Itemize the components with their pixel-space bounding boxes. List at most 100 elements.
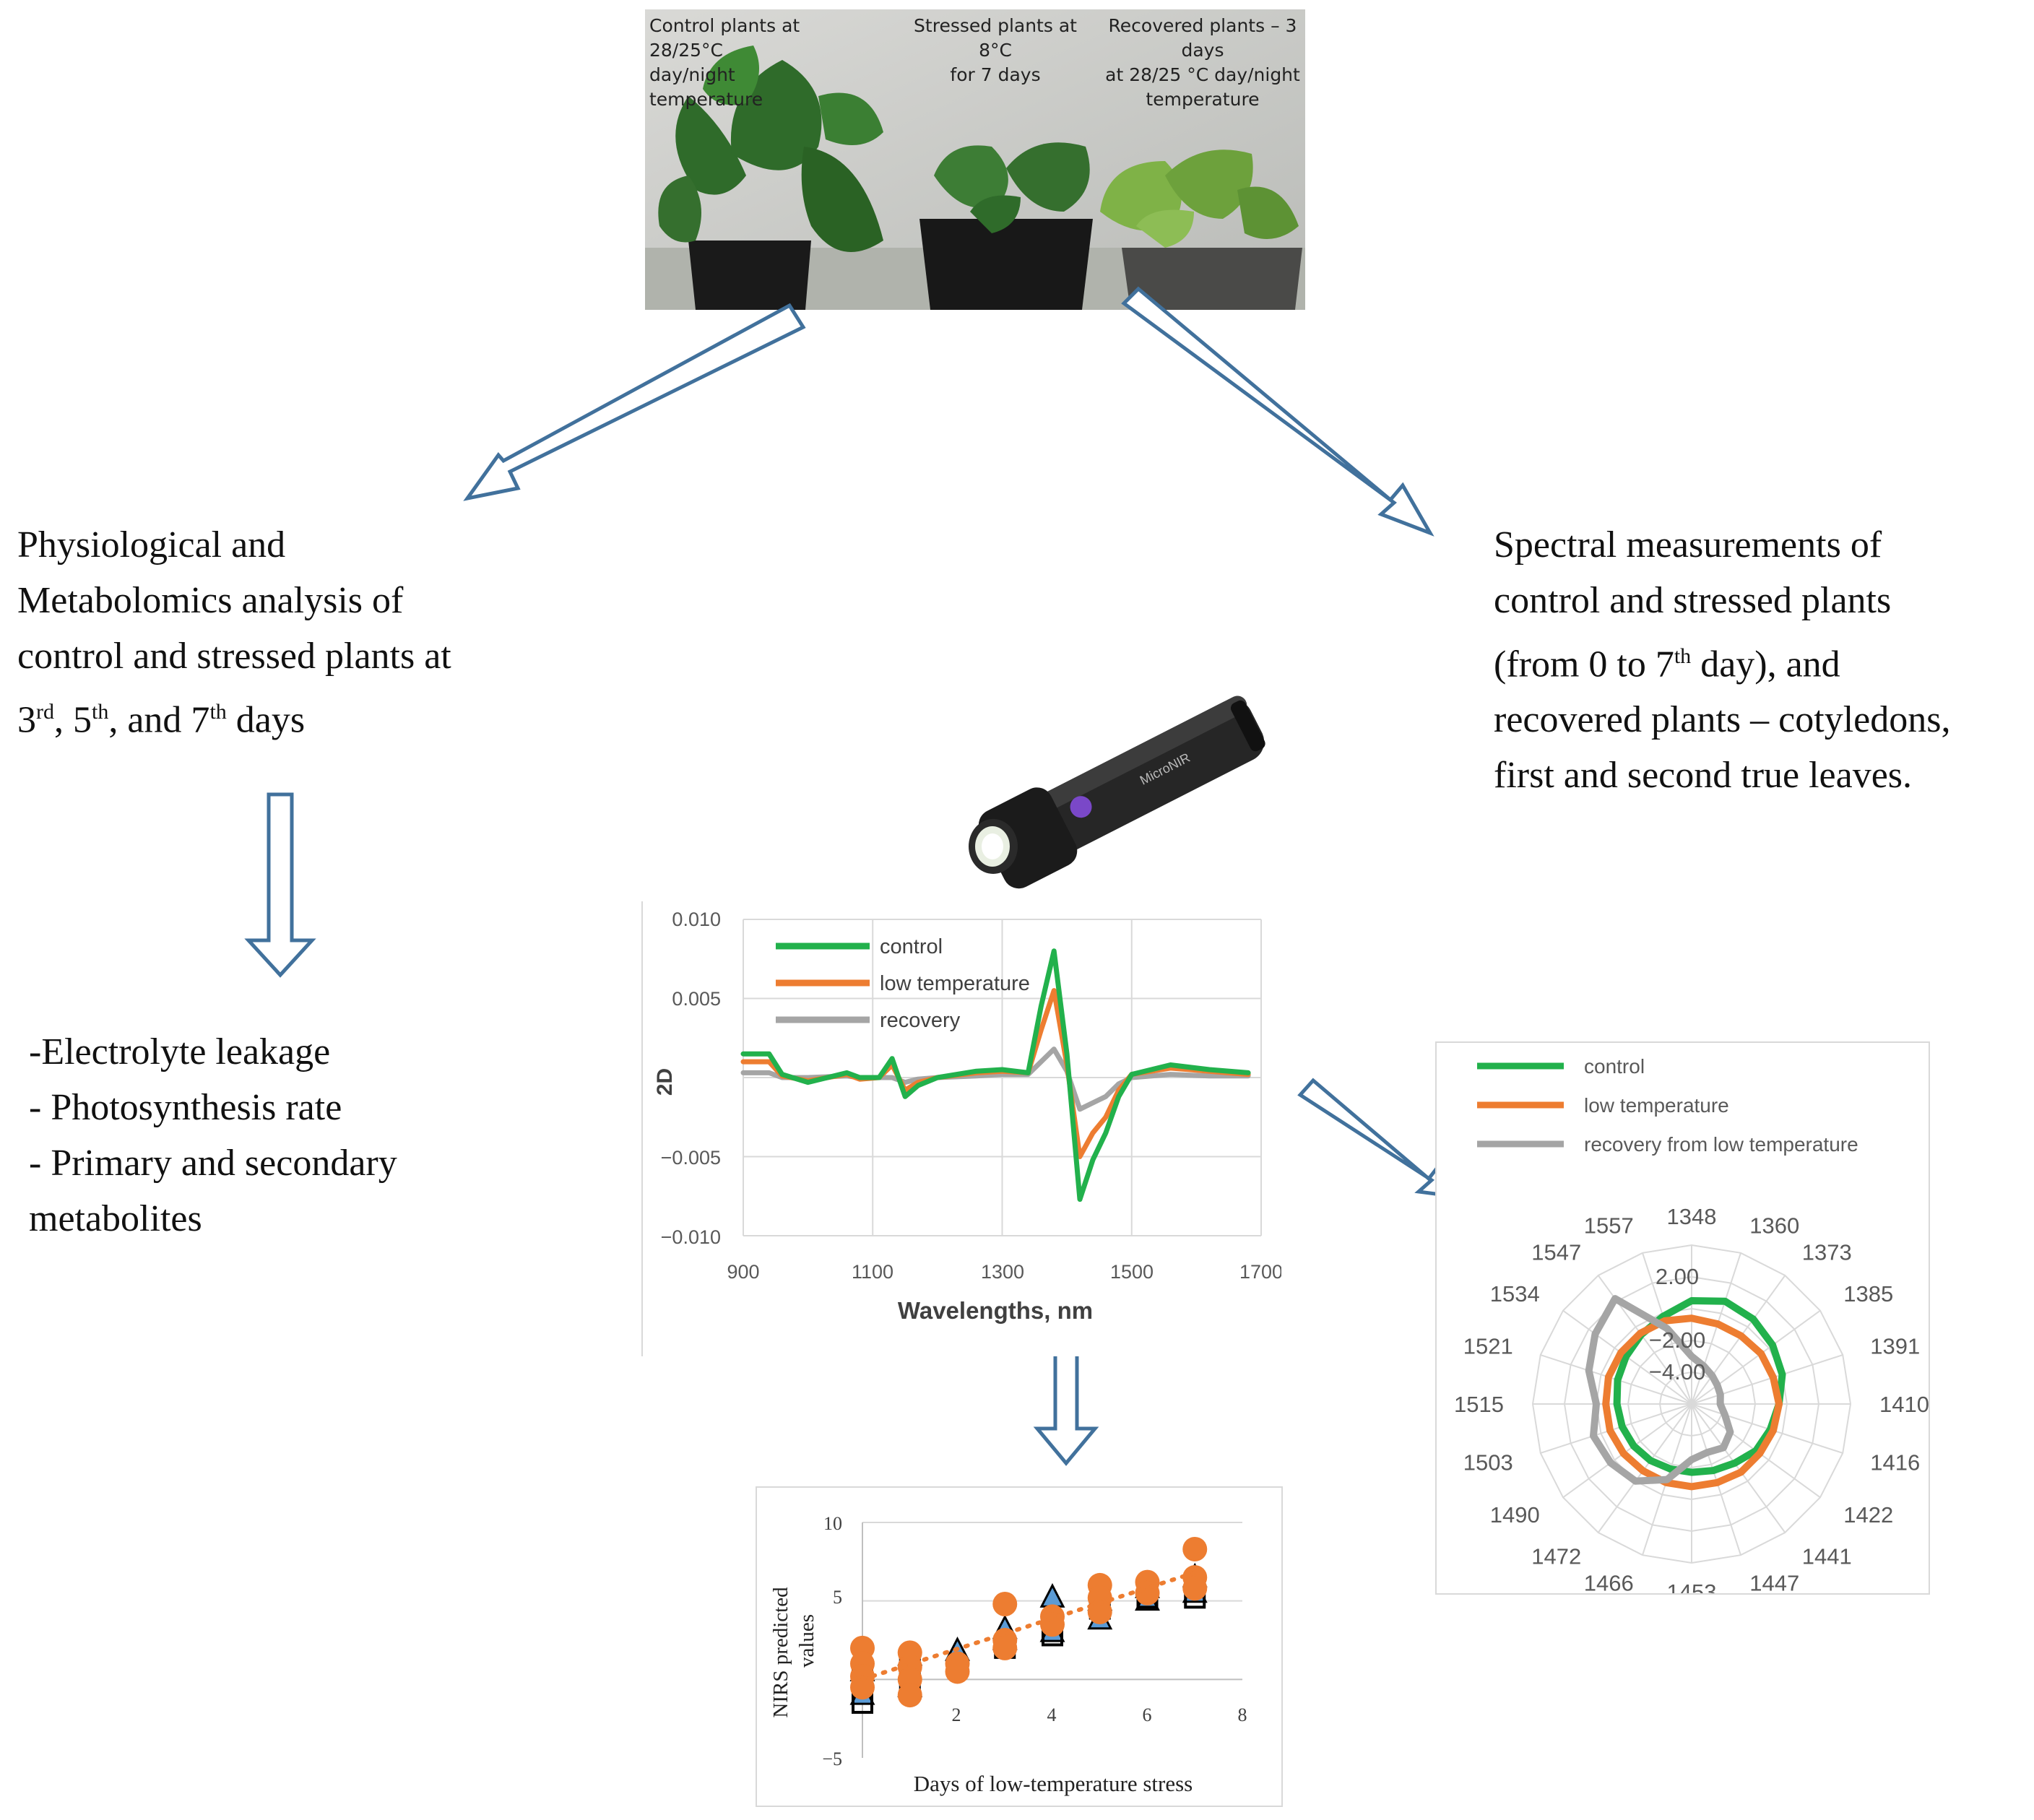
radar-chart: control low temperature recovery from lo… [1454,1055,1929,1605]
spectral-line: control and stressed plants [1494,580,1892,621]
radar-spoke [1691,1252,1741,1405]
radar-spoke [1562,1403,1692,1499]
scatter-point-circle [1087,1599,1112,1624]
radar-category-label: 1360 [1749,1213,1799,1239]
radar-category-label: 1490 [1490,1502,1540,1528]
day-suffix: th [209,700,227,724]
physiology-days-line: 3rd, 5th, and 7th days [17,684,566,748]
x-tick-label: 1100 [852,1261,893,1283]
photo-caption-line: for 7 days [950,64,1041,85]
radar-category-label: 1466 [1584,1570,1634,1593]
analysis-item: metabolites [29,1198,202,1239]
plants-photo-illustration [645,9,1305,310]
physiology-analysis-text: Physiological and Metabolomics analysis … [17,517,566,748]
radar-category-label: 1348 [1667,1204,1717,1229]
physiology-line: control and stressed plants at [17,636,451,677]
spectral-line: Spectral measurements of [1494,524,1882,566]
ring-label: −2.00 [1649,1327,1705,1353]
spectral-text: (from 0 to 7 [1494,644,1674,685]
spectral-line: first and second true leaves. [1494,755,1913,797]
photo-caption-line: day/night temperature [649,64,763,110]
scatter-point-circle [945,1659,970,1684]
radar-series-recovery-from-low-temperature [1585,1295,1734,1485]
scatter-point-circle [897,1683,922,1708]
x-tick-label: 1700 [1239,1261,1281,1283]
radar-ring-labels: 2.00 −2.00 −4.00 [1649,1264,1705,1384]
radar-category-label: 1391 [1870,1334,1920,1359]
y-tick-label: 10 [823,1513,842,1534]
spectrum-chart: 0.010 0.005 −0.005 −0.010 900 1100 1300 … [653,909,1283,1324]
scatter-point-circle [992,1592,1018,1617]
legend-label: recovery [880,1009,961,1032]
y-tick-label: 0.010 [672,909,721,930]
micronir-device: MicroNIR [961,679,1278,896]
spectrum-line-control [740,948,1251,1202]
power-button-icon [1070,796,1092,818]
radar-series-low-temperature [1602,1314,1783,1491]
x-tick-label: 2 [952,1704,961,1725]
radar-category-label: 1373 [1802,1240,1852,1265]
scatter-trendline [860,1570,1198,1682]
y-tick-label: −0.010 [661,1226,721,1248]
radar-category-label: 1447 [1749,1570,1799,1593]
y-tick-label: −5 [822,1748,842,1769]
spectrum-legend: control low temperature recovery [776,935,1030,1032]
scatter-y-ticks: 10 5 −5 [822,1513,842,1769]
arrow-to-radar [1297,1078,1455,1199]
legend-label: control [1584,1055,1645,1078]
plants-photo: Control plants at 28/25°C day/night temp… [645,9,1305,310]
arrow-to-analyses [244,792,316,978]
analysis-item: - Photosynthesis rate [29,1087,342,1128]
day-suffix: rd [36,700,54,724]
legend-label: low temperature [1584,1094,1729,1117]
photo-caption-line: Stressed plants at 8°C [914,15,1077,61]
y-tick-label: −0.005 [661,1147,721,1169]
photo-caption-line: temperature [1146,89,1260,110]
spectrum-x-axis-label: Wavelengths, nm [898,1297,1093,1324]
spectral-line: recovered plants – cotyledons, [1494,699,1951,741]
radar-grid [1531,1244,1852,1564]
scatter-point-circle [1135,1580,1160,1606]
photo-caption-recovered: Recovered plants – 3 days at 28/25 °C da… [1100,14,1305,112]
day-suffix: th [92,700,109,724]
spectrum-chart-panel: 0.010 0.005 −0.005 −0.010 900 1100 1300 … [641,901,1283,1356]
ring-label: 2.00 [1656,1264,1699,1289]
day-number: , 5 [54,699,92,741]
radar-category-label: 1422 [1843,1502,1893,1528]
scatter-y-axis-label: values [795,1614,818,1668]
x-tick-label: 8 [1238,1704,1247,1725]
days-word: days [226,699,306,741]
x-tick-label: 4 [1047,1704,1057,1725]
photo-caption-line: at 28/25 °C day/night [1105,64,1300,85]
arrow-to-spectral [1121,286,1434,537]
spectrum-series [740,948,1251,1202]
scatter-point-circle [1182,1536,1208,1561]
physiology-line: Metabolomics analysis of [17,580,404,621]
analysis-item: -Electrolyte leakage [29,1031,331,1072]
radar-category-label: 1441 [1802,1543,1852,1569]
scatter-series [849,1536,1208,1714]
spectrum-y-ticks: 0.010 0.005 −0.005 −0.010 [661,909,721,1248]
day-number: , and 7 [108,699,210,741]
y-tick-label: 5 [833,1587,842,1608]
radar-category-label: 1453 [1667,1580,1717,1593]
legend-label: recovery from low temperature [1584,1133,1858,1156]
spectral-measurements-text: Spectral measurements of control and str… [1494,517,2028,803]
analyses-list: -Electrolyte leakage - Photosynthesis ra… [29,1024,549,1247]
x-tick-label: 6 [1143,1704,1152,1725]
spectral-text: day), and [1691,644,1840,685]
scatter-point-circle [850,1675,875,1700]
spectral-line-days: (from 0 to 7th day), and [1494,628,2028,692]
legend-label: low temperature [880,972,1030,995]
day-number: 3 [17,699,36,741]
radar-category-label: 1521 [1463,1334,1513,1359]
analysis-item: - Primary and secondary [29,1143,397,1184]
scatter-point-circle [1182,1576,1208,1601]
radar-series-control [1613,1297,1786,1476]
spectrum-y-axis-label: 2D [653,1068,677,1096]
scatter-point-circle [992,1635,1018,1660]
radar-legend: control low temperature recovery from lo… [1477,1055,1858,1156]
radar-spoke [1691,1403,1786,1533]
radar-category-label: 1515 [1454,1392,1504,1417]
